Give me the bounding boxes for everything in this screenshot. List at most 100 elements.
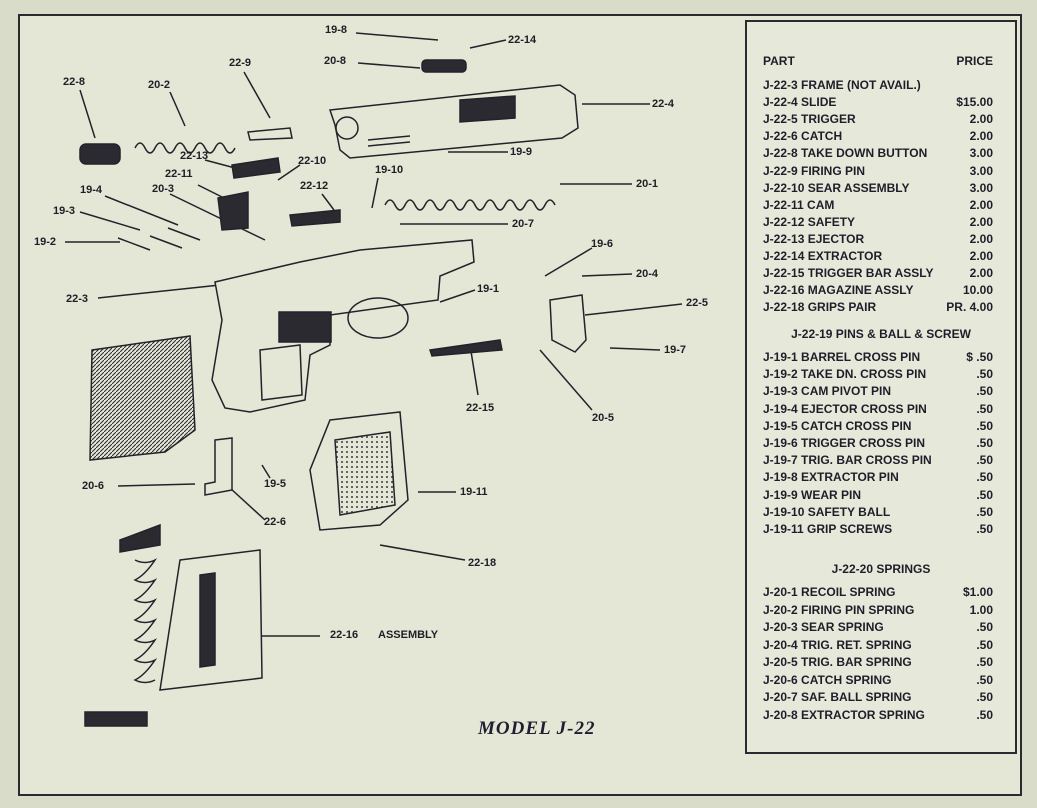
part-name: J-19-3 CAM PIVOT PIN — [763, 384, 892, 399]
part-name: J-22-9 FIRING PIN — [763, 163, 866, 178]
callout-19-7: 19-7 — [664, 344, 687, 356]
part-row: J-20-5 TRIG. BAR SPRING .50 — [763, 654, 993, 670]
part-row: J-19-7 TRIG. BAR CROSS PIN .50 — [763, 452, 993, 468]
part-row: J-19-11 GRIP SCREWS.50 — [763, 521, 993, 537]
part-name: J-22-15 TRIGGER BAR ASSLY — [763, 266, 934, 281]
callout-22-18: 22-18 — [468, 557, 497, 569]
callout-19-11: 19-11 — [460, 486, 488, 498]
part-price: .50 — [976, 453, 993, 468]
part-name: J-22-14 EXTRACTOR — [763, 249, 883, 263]
part-name: J-20-2 FIRING PIN SPRING — [763, 602, 915, 617]
part-row: J-19-10 SAFETY BALL .50 — [763, 504, 993, 520]
callout-20-5: 20-5 — [592, 412, 615, 424]
callout-22-6: 22-6 — [264, 516, 287, 528]
part-price: 1.00 — [969, 602, 993, 617]
part-name: J-19-10 SAFETY BALL — [763, 504, 891, 519]
callout-20-8: 20-8 — [324, 55, 347, 67]
part-price: .50 — [976, 487, 993, 502]
part-name: J-20-6 CATCH SPRING — [763, 672, 892, 687]
part-row: J-22-10 SEAR ASSEMBLY 3.00 — [763, 180, 993, 196]
part-price: .50 — [976, 436, 993, 450]
callout-19-8: 19-8 — [325, 24, 348, 36]
part-price: .50 — [976, 384, 993, 399]
part-name: J-19-7 TRIG. BAR CROSS PIN — [763, 453, 932, 468]
parts-price-list: PART PRICE J-22-19 PINS & BALL & SCREW J… — [745, 20, 1017, 754]
part-price: $1.00 — [962, 585, 993, 599]
callout-22-16: 22-16 — [330, 629, 359, 641]
part-name: J-20-5 TRIG. BAR SPRING — [763, 655, 912, 669]
part-price: .50 — [976, 418, 993, 433]
part-row: J-22-4 SLIDE$15.00 — [763, 94, 993, 110]
callout-22-8: 22-8 — [63, 76, 86, 88]
callout-20-1: 20-1 — [636, 178, 659, 190]
part-price: .50 — [976, 620, 993, 634]
part-row: J-20-6 CATCH SPRING .50 — [763, 672, 993, 688]
part-row: J-20-4 TRIG. RET. SPRING .50 — [763, 637, 993, 653]
callout-19-10: 19-10 — [375, 164, 404, 176]
callout-19-3: 19-3 — [53, 205, 76, 217]
part-price: 2.00 — [969, 112, 993, 127]
callout-22-3: 22-3 — [66, 293, 89, 305]
exploded-diagram: 19-8 22-14 20-8 22-8 22-9 20-2 22-4 19-9… — [34, 24, 709, 739]
part-row: J-19-9 WEAR PIN .50 — [763, 487, 993, 503]
part-row: J-19-8 EXTRACTOR PIN .50 — [763, 469, 993, 485]
part-name: J-19-9 WEAR PIN — [763, 487, 862, 502]
callout-20-6: 20-6 — [82, 480, 105, 492]
part-row: J-20-3 SEAR SPRING .50 — [763, 619, 993, 635]
callout-22-10: 22-10 — [298, 155, 327, 167]
callout-19-6: 19-6 — [591, 238, 614, 250]
callout-20-7: 20-7 — [512, 218, 535, 230]
pins-section-title: J-22-19 PINS & BALL & SCREW — [791, 327, 971, 341]
part-price: 2.00 — [969, 249, 993, 263]
diagram-drawing — [65, 32, 683, 727]
part-price: 2.00 — [969, 231, 993, 246]
part-price: .50 — [976, 637, 993, 652]
callout-22-4: 22-4 — [652, 98, 675, 110]
part-name: J-22-6 CATCH — [763, 129, 843, 144]
part-price: .50 — [976, 504, 993, 519]
model-title: MODEL J-22 — [478, 718, 596, 739]
part-price: $15.00 — [956, 95, 993, 110]
callout-22-12: 22-12 — [300, 180, 329, 192]
part-row: J-19-4 EJECTOR CROSS PIN.50 — [763, 401, 993, 417]
part-name: J-19-1 BARREL CROSS PIN — [763, 350, 921, 364]
part-price: 3.00 — [969, 163, 993, 178]
part-row: J-20-1 RECOIL SPRING$1.00 — [763, 584, 993, 600]
callout-22-9: 22-9 — [229, 57, 252, 69]
part-name: J-22-3 FRAME (NOT AVAIL.) — [763, 78, 921, 92]
callout-19-5: 19-5 — [264, 478, 287, 490]
callout-22-11: 22-11 — [165, 168, 193, 180]
part-name: J-19-4 EJECTOR CROSS PIN — [763, 401, 927, 416]
part-row: J-20-7 SAF. BALL SPRING.50 — [763, 689, 993, 705]
part-name: J-22-18 GRIPS PAIR — [763, 300, 877, 315]
part-price: 2.00 — [969, 266, 993, 281]
callout-19-9: 19-9 — [510, 146, 533, 158]
part-price: 10.00 — [962, 283, 993, 298]
part-name: J-22-10 SEAR ASSEMBLY — [763, 180, 910, 195]
part-price: 2.00 — [969, 214, 993, 229]
part-name: J-20-4 TRIG. RET. SPRING — [763, 637, 912, 652]
part-row: J-19-6 TRIGGER CROSS PIN.50 — [763, 435, 993, 451]
callout-22-5: 22-5 — [686, 297, 709, 309]
part-price: .50 — [976, 470, 993, 485]
part-price: .50 — [976, 707, 993, 722]
callout-22-14: 22-14 — [508, 34, 537, 46]
callout-22-15: 22-15 — [466, 402, 495, 414]
part-name: J-19-8 EXTRACTOR PIN — [763, 470, 899, 485]
callout-assembly: ASSEMBLY — [378, 629, 439, 641]
part-price: .50 — [976, 672, 993, 687]
part-name: J-19-11 GRIP SCREWS — [763, 522, 893, 536]
part-price: 2.00 — [969, 129, 993, 144]
part-price: 3.00 — [969, 180, 993, 195]
part-price: .50 — [976, 367, 993, 382]
part-name: J-20-8 EXTRACTOR SPRING — [763, 707, 925, 722]
part-row: J-19-3 CAM PIVOT PIN .50 — [763, 383, 993, 399]
part-row: J-22-6 CATCH 2.00 — [763, 128, 993, 144]
part-name: J-20-3 SEAR SPRING — [763, 620, 884, 634]
part-price: .50 — [976, 655, 993, 669]
